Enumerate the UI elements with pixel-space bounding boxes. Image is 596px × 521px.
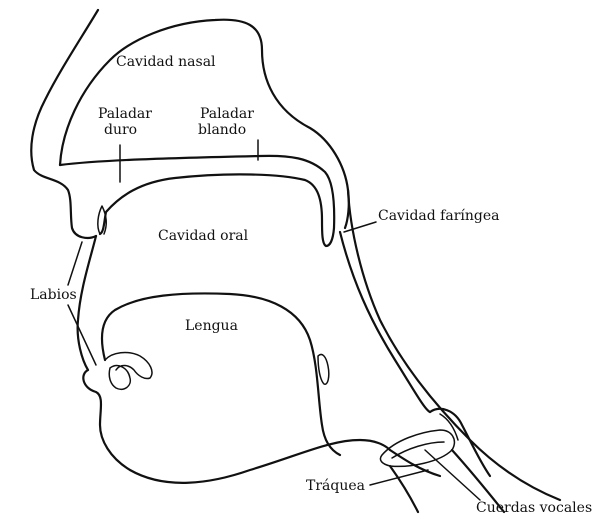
label-tongue: Lengua [185, 318, 238, 334]
label-soft-palate-line1: Paladar [200, 106, 254, 122]
vocal-cord-structure [380, 430, 454, 466]
pointer-vocal-cords [425, 450, 480, 500]
pointer-trachea [370, 470, 428, 485]
nasal-cavity-outline [31, 10, 98, 238]
pharynx-front-wall [340, 232, 430, 412]
label-hard-palate-line1: Paladar [98, 106, 152, 122]
label-pharynx: Cavidad faríngea [378, 208, 499, 224]
label-oral-cavity: Cavidad oral [158, 228, 249, 244]
label-vocal-cords: Cuerdas vocales [476, 500, 592, 516]
pointer-lips-upper [68, 242, 82, 285]
larynx-front [390, 450, 440, 476]
label-lips: Labios [30, 287, 77, 303]
lower-lip-jaw [78, 236, 390, 483]
label-soft-palate-line2: blando [198, 122, 246, 138]
lower-teeth [109, 366, 130, 390]
label-nasal-cavity: Cavidad nasal [116, 54, 216, 70]
label-trachea: Tráquea [306, 478, 365, 494]
epiglottis [318, 354, 329, 384]
label-hard-palate-line2: duro [104, 122, 137, 138]
pointer-pharynx [344, 222, 376, 232]
